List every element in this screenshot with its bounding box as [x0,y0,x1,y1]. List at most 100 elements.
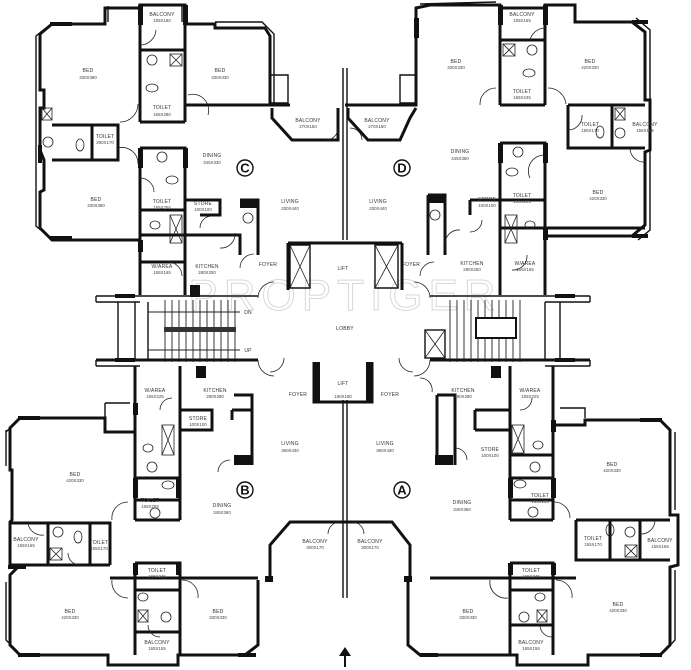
room-bed: BED [83,68,94,74]
room-bed: BED [91,197,102,203]
room-dim: 330X330 [209,615,227,620]
room-toilet: TOILET [531,493,550,499]
room-bed: BED [613,602,624,608]
room-bed: BED [65,609,76,615]
room-dim: 155X255 [153,205,171,210]
room-balcony: BALCONY [144,640,170,646]
room-dim: 155X170 [584,542,602,547]
room-toilet: TOILET [148,568,167,574]
room-toilet: TOILET [581,122,600,128]
lobby-label: LOBBY [336,326,354,332]
unit-label-a: A [397,483,407,498]
room-dining: DINING [453,500,472,506]
room-bed: BED [70,472,81,478]
room-dim: 420X330 [609,608,627,613]
unit-b: W/AREA 155X225 KITCHEN 280X280 FOYER STO… [5,357,345,667]
room-foyer: FOYER [402,262,420,268]
room-w-area: W/AREA [520,388,541,394]
room-dim: 280X250 [463,267,481,272]
room-dim: 155X170 [90,546,108,551]
room-dining: DINING [451,149,470,155]
room-living: LIVING [281,199,299,205]
room-dim: 360X430 [376,448,394,453]
entrance-arrow-icon [339,647,351,667]
room-dim: 270X150 [368,124,386,129]
room-foyer: FOYER [289,392,307,398]
room-dim: 345X360 [451,156,469,161]
room-dim: 345X330 [203,160,221,165]
room-dim: 420X330 [581,65,599,70]
room-dim: 330X330 [211,75,229,80]
room-dim: 280X280 [206,394,224,399]
room-kitchen: KITCHEN [195,264,219,270]
room-dim: 100X100 [478,203,496,208]
room-balcony: BALCONY [632,122,658,128]
room-dim: 330X390 [79,75,97,80]
room-dim: 330X330 [459,615,477,620]
room-dim: 100X100 [481,453,499,458]
room-dim: 330X390 [87,203,105,208]
room-toilet: TOILET [141,498,160,504]
room-balcony: BALCONY [509,12,535,18]
room-w-area: W/AREA [152,264,173,270]
stair-left [148,300,240,362]
room-dim: 270X150 [299,124,317,129]
room-bed: BED [213,609,224,615]
room-dim: 360X430 [281,448,299,453]
room-dim: 420X330 [61,615,79,620]
room-store: STORE [194,201,213,207]
room-dim: 165X280 [153,112,171,117]
room-balcony: BALCONY [302,539,328,545]
room-dining: DINING [203,153,222,159]
unit-label-d: D [397,161,406,176]
room-foyer: FOYER [381,392,399,398]
room-dim: 330X330 [447,65,465,70]
room-bed: BED [607,462,618,468]
room-store: STORE [481,447,500,453]
room-bed: BED [463,609,474,615]
room-dim: 330X440 [369,206,387,211]
room-balcony: BALCONY [647,538,673,544]
room-dim: 165X155 [522,646,540,651]
room-dim: 155X165 [516,267,534,272]
room-living: LIVING [369,199,387,205]
room-toilet: TOILET [522,568,541,574]
room-dim: 165X245 [148,574,166,579]
room-toilet: TOILET [96,134,115,140]
room-kitchen: KITCHEN [451,388,475,394]
room-dim: 155X170 [581,128,599,133]
room-dim: 155X165 [17,543,35,548]
room-w-area: W/AREA [145,388,166,394]
room-store: STORE [478,197,497,203]
room-toilet: TOILET [153,199,172,205]
unit-a: KITCHEN 280X280 W/AREA 155X225 FOYER STO… [345,357,680,667]
room-balcony: BALCONY [364,118,390,124]
room-dim: 330X440 [281,206,299,211]
room-dim: 165X255 [141,504,159,509]
lift-dim: 190X190 [334,394,352,399]
room-dim: 290X170 [96,140,114,145]
room-living: LIVING [376,441,394,447]
room-dim: 155X225 [146,394,164,399]
room-dim: 300X170 [361,545,379,550]
stair-dn-label: DN [244,310,252,316]
unit-d: BED 330X330 BED 420X330 BALCONY 155X165 … [345,1,658,295]
room-dim: 155X165 [153,270,171,275]
room-dim: 165X245 [513,95,531,100]
stair-right [449,300,561,362]
room-dim: 155X165 [636,128,654,133]
room-bed: BED [593,190,604,196]
room-dim: 420X330 [66,478,84,483]
room-dining: DINING [213,503,232,509]
room-bed: BED [585,59,596,65]
room-toilet: TOILET [90,540,109,546]
room-dim: 165X255 [531,499,549,504]
room-dim: 155X245 [513,199,531,204]
room-balcony: BALCONY [13,537,39,543]
stair-up-label: UP [244,348,252,354]
room-bed: BED [451,59,462,65]
central-core: LIFT DN UP LOBBY LIFT [95,68,591,667]
room-toilet: TOILET [513,89,532,95]
room-dim: 345X360 [453,507,471,512]
